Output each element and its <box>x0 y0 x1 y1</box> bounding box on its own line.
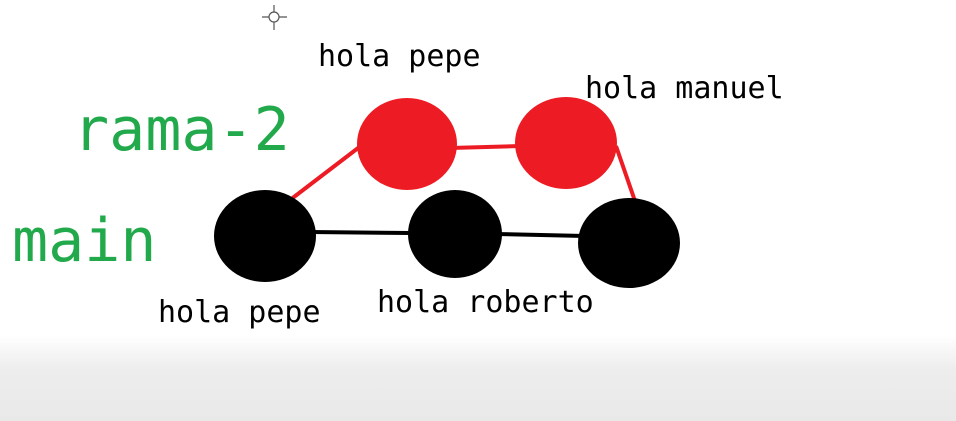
commit-label-main-1: hola pepe <box>158 295 321 330</box>
window-bottom-area <box>0 335 956 421</box>
merge-line <box>614 145 638 205</box>
commit-label-feature-2: hola manuel <box>585 71 784 106</box>
git-branch-diagram: rama-2 main hola pepe hola manuel hola p… <box>12 5 784 330</box>
commit-node-feature-2 <box>515 97 617 189</box>
commit-node-main-1 <box>214 190 316 282</box>
branch-label-main: main <box>12 206 157 276</box>
commit-label-feature-1: hola pepe <box>318 39 481 74</box>
paint-canvas: rama-2 main hola pepe hola manuel hola p… <box>12 5 784 330</box>
main-commit-line <box>494 232 586 238</box>
crosshair-icon <box>262 5 287 30</box>
feature-commit-line <box>449 144 521 150</box>
branch-label-feature: rama-2 <box>73 95 290 165</box>
main-commit-line <box>309 230 411 235</box>
commit-node-main-merge <box>578 198 680 288</box>
commit-node-feature-1 <box>357 98 457 190</box>
commit-node-main-2 <box>408 190 502 278</box>
commit-label-main-2: hola roberto <box>377 285 594 320</box>
branch-fork-line <box>288 143 364 202</box>
